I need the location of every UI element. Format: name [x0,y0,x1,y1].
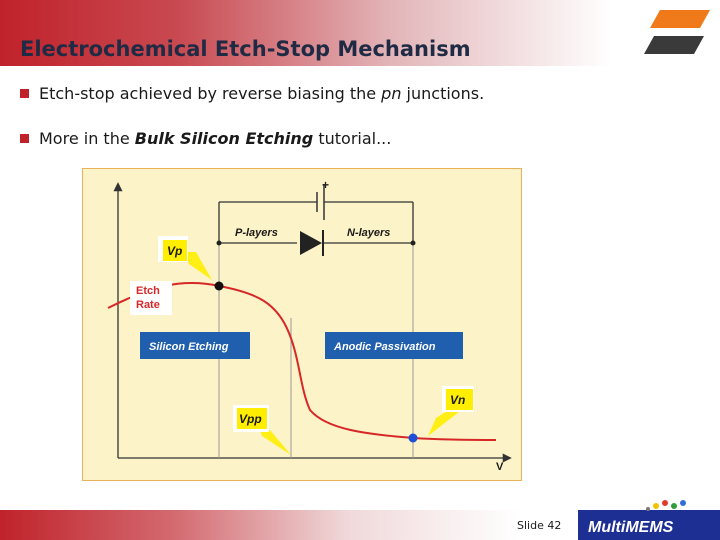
header-band [0,0,720,66]
anodic-passivation-text: Anodic Passivation [333,341,436,353]
n-layers-label: N-layers [347,227,390,239]
vp-callout-label: Vp [167,244,182,258]
silicon-etching-region-label [140,332,250,359]
diode-icon [300,231,322,255]
etch-rate-curve [107,281,497,441]
vpp-callout-label: Vpp [239,412,262,426]
multimems-logo-text: MultiMEMS [588,519,674,536]
etch-rate-label-line1: Etch [136,285,160,297]
diagram-panel [82,168,522,481]
circuit: + P-layers N-layers [216,178,416,256]
battery-plus-label: + [322,178,329,192]
multimems-logo: MultiMEMS [578,500,720,540]
bullet-square-icon [20,134,29,143]
vpp-callout-pointer [260,430,291,455]
vn-point [408,433,418,443]
x-axis-label: V [496,461,504,473]
vn-callout-pointer [428,408,464,436]
footer-band [0,510,580,540]
etch-rate-label-line2: Rate [136,299,160,311]
slide-title: Electrochemical Etch-Stop Mechanism [20,37,471,61]
tutorial-link[interactable]: Bulk Silicon Etching [134,129,314,148]
slide-number: Slide 42 [517,519,562,532]
vn-callout-label: Vn [450,393,465,407]
silicon-etching-text: Silicon Etching [149,341,229,353]
bullet-tutorial: More in the Bulk Silicon Etching tutoria… [20,129,391,148]
vp-callout-pointer [184,252,212,280]
bullet-square-icon [20,89,29,98]
anodic-passivation-region-label [325,332,463,359]
corner-logo-icon [644,10,710,54]
etch-stop-diagram: + P-layers N-layers Etch Rate Vp Vpp Vn … [82,168,522,481]
vp-point [214,281,224,291]
p-layers-label: P-layers [235,227,278,239]
bullet-etch-stop: Etch-stop achieved by reverse biasing th… [20,84,484,103]
etch-rate-label-box [130,281,172,315]
